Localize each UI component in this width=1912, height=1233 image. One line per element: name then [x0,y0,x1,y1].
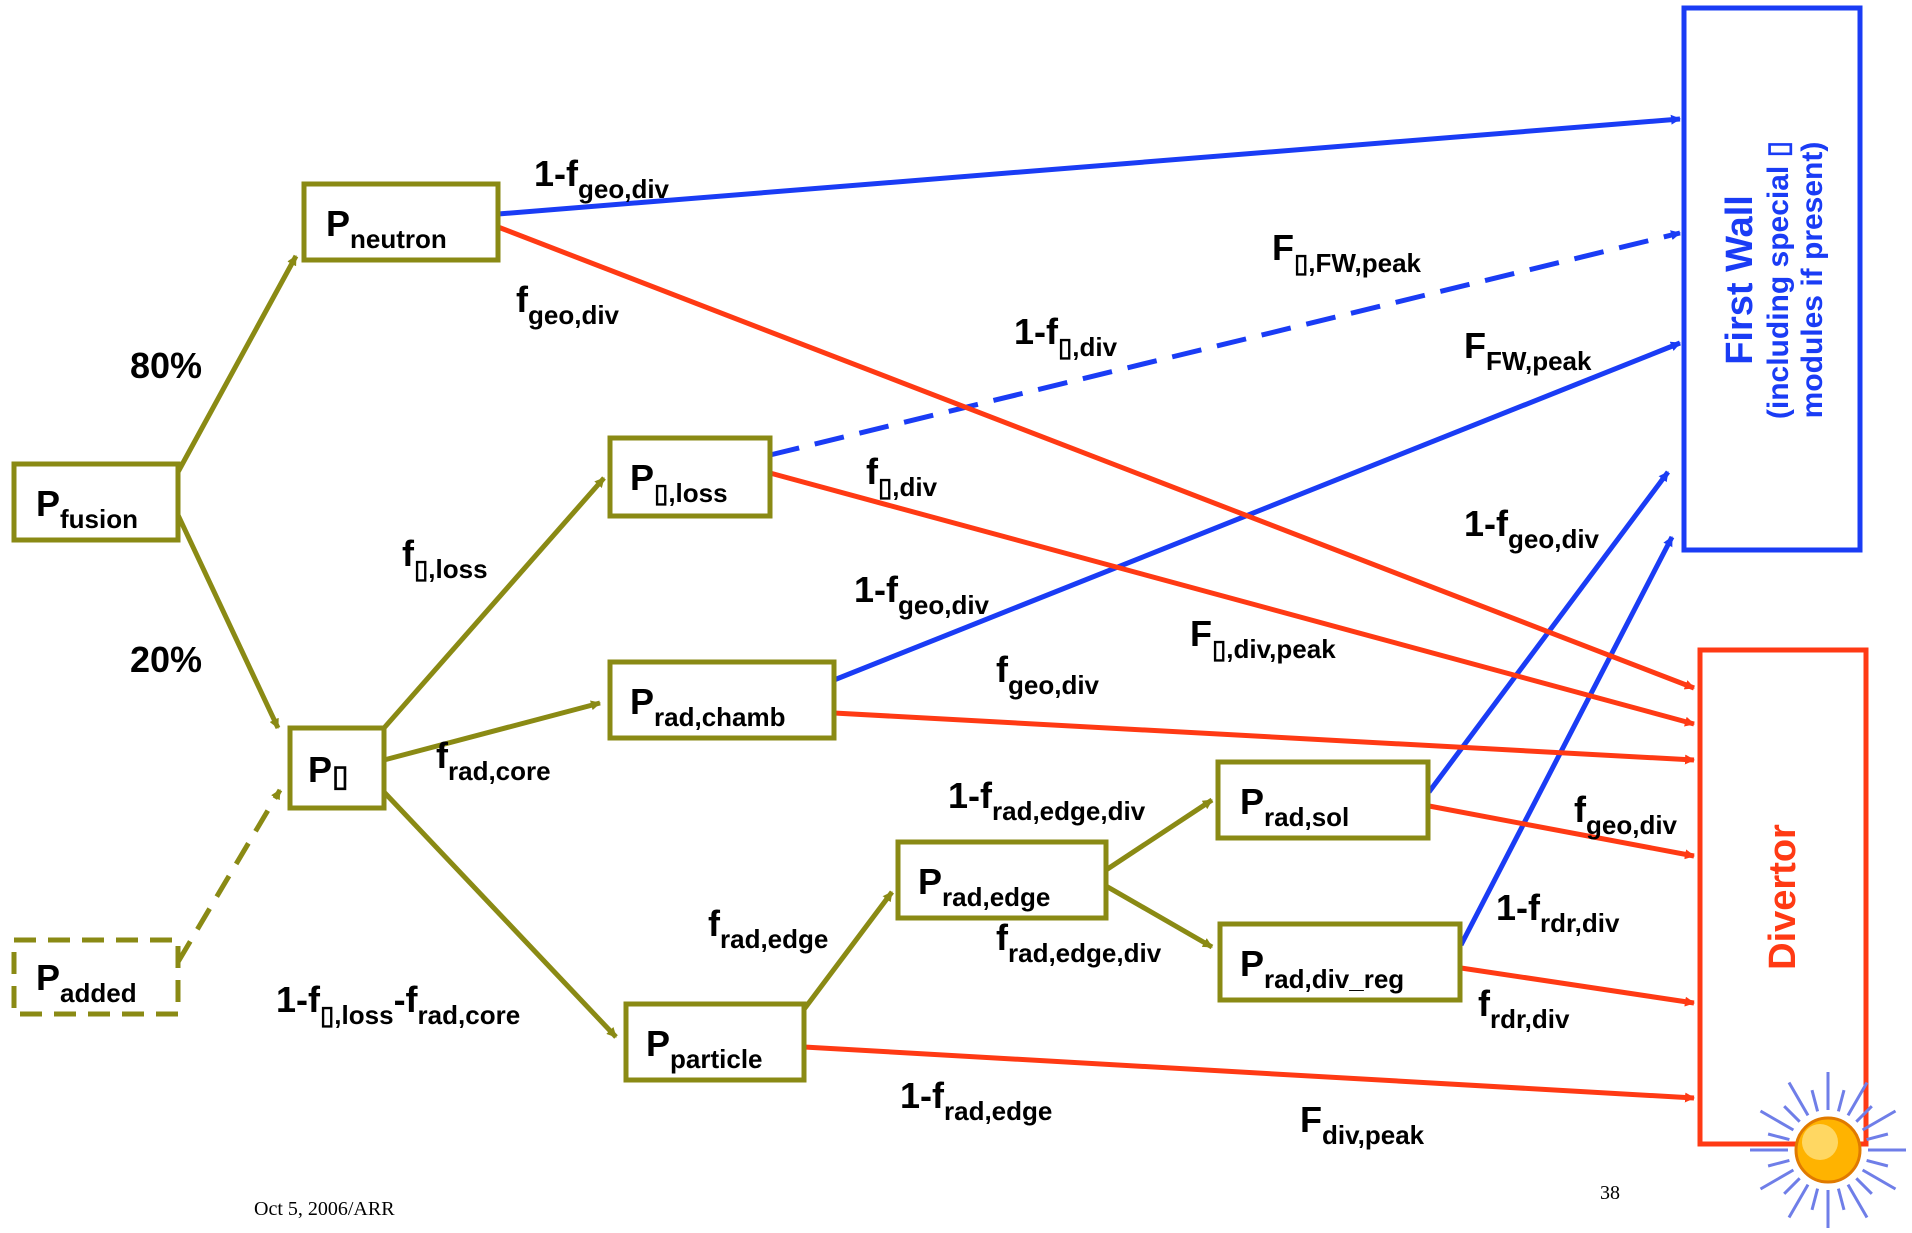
node-p-rad-sol: Prad,sol [1215,759,1431,841]
first-wall-title: First Wall [1719,195,1761,365]
arrow-particle-to-radedge [800,890,894,1014]
svg-text:Prad,div_reg: Prad,div_reg [1240,943,1404,994]
svg-text:Pparticle: Pparticle [646,1023,763,1074]
sun-ray [1810,1188,1820,1211]
label-alphaloss-fw-peak: F▯,FW,peak [1272,227,1422,278]
label-particle-div: 1-frad,edge [900,1075,1052,1126]
arrow-radedge-to-radsol [1104,797,1214,873]
svg-text:Pfusion: Pfusion [36,483,138,534]
footer-date: Oct 5, 2006/ARR [254,1198,395,1220]
label-neutron-fw: 1-fgeo,div [534,153,670,204]
sun-ray [1846,1183,1869,1219]
node-p-rad-edge: Prad,edge [895,839,1109,921]
arrow-alpha-to-particle [382,790,618,1039]
label-20-percent: 20% [130,639,202,680]
label-chamb-div: fgeo,div [996,649,1100,700]
label-sol-div: fgeo,div [1574,789,1678,840]
svg-text:P▯,loss: P▯,loss [630,457,728,508]
label-rad-core: frad,core [436,735,551,786]
label-chamb-fw: 1-fgeo,div [854,569,990,620]
arrow-radchamb-to-firstwall [833,340,1681,683]
footer-page-number: 38 [1600,1182,1620,1204]
sun-ray [1836,1089,1846,1112]
svg-text:Prad,chamb: Prad,chamb [630,681,786,732]
svg-text:Prad,edge: Prad,edge [918,861,1050,912]
svg-text:P▯: P▯ [308,749,349,793]
sun-ray [1767,1132,1790,1142]
sun-ray [1783,1177,1801,1195]
node-p-alpha: P▯ [287,725,387,811]
sun-ray [1861,1109,1897,1132]
node-p-neutron: Pneutron [301,181,501,263]
arrow-neutron-to-firstwall [497,114,1681,217]
label-particle-fraction: 1-f▯,loss-frad,core [276,979,520,1030]
label-alphaloss-div: f▯,div [866,451,938,502]
arrow-neutron-to-divertor [497,224,1695,691]
arrow-alphaloss-to-firstwall [769,230,1681,458]
sun-ray [1866,1132,1889,1142]
label-alphaloss-fw: 1-f▯,div [1014,311,1118,362]
arrow-radsol-to-divertor [1428,803,1695,860]
sun-ray [1787,1081,1810,1117]
sun-ray [1861,1168,1897,1191]
arrow-radedge-to-raddivreg [1104,883,1214,950]
node-p-rad-div-reg: Prad,div_reg [1217,921,1463,1003]
arrow-alphaloss-to-divertor [769,470,1695,727]
label-fw-peak: FFW,peak [1464,325,1592,376]
label-edge-to-sol: 1-frad,edge,div [948,775,1146,826]
sun-ray [1783,1105,1801,1123]
sun-ray [1759,1109,1795,1132]
svg-text:Pneutron: Pneutron [326,203,447,254]
node-p-rad-chamb: Prad,chamb [607,659,837,741]
arrow-alpha-to-radchamb [383,700,601,763]
divertor-label: Divertor [1762,824,1804,970]
sun-ray [1836,1188,1846,1211]
arrow-radchamb-to-divertor [833,710,1695,765]
label-div-peak: Fdiv,peak [1300,1099,1425,1150]
arrow-raddivreg-to-firstwall [1458,535,1675,947]
node-p-fusion: Pfusion [11,461,181,543]
svg-text:Prad,sol: Prad,sol [1240,781,1349,832]
label-alpha-loss: f▯,loss [402,533,488,584]
sun-ray [1866,1158,1889,1168]
label-alphaloss-div-peak: F▯,div,peak [1190,613,1336,664]
node-p-added: Padded [11,937,181,1017]
label-rdr-fw: 1-frdr,div [1496,887,1620,938]
first-wall-box: First Wall (including special ▯ modules … [1681,5,1863,553]
sun-icon [1750,1072,1906,1228]
sun-ray [1759,1168,1795,1191]
first-wall-subtitle-2: modules if present) [1796,142,1829,419]
label-neutron-div: fgeo,div [516,279,620,330]
arrow-raddivreg-to-divertor [1460,965,1695,1007]
sun-ray [1855,1105,1873,1123]
arrow-fusion-to-alpha [175,513,281,730]
sun-ray [1846,1081,1869,1117]
sun-ray [1787,1183,1810,1219]
label-sol-fw: 1-fgeo,div [1464,503,1600,554]
arrow-particle-to-divertor [803,1044,1695,1103]
arrow-added-to-alpha [175,788,283,964]
arrow-alpha-to-alphaloss [382,476,606,730]
first-wall-subtitle-1: (including special ▯ [1762,141,1795,419]
node-p-alpha-loss: P▯,loss [607,435,773,519]
node-p-particle: Pparticle [623,1001,807,1083]
sun-ray [1810,1089,1820,1112]
divertor-box: Divertor [1697,647,1869,1147]
sun-ray [1855,1177,1873,1195]
label-rdr-div: frdr,div [1478,983,1570,1034]
label-edge-to-divreg: frad,edge,div [996,917,1162,968]
sun-ray [1767,1158,1790,1168]
arrow-fusion-to-neutron [175,254,299,474]
svg-text:Padded: Padded [36,957,137,1008]
label-80-percent: 80% [130,345,202,386]
label-rad-edge: frad,edge [708,903,828,954]
